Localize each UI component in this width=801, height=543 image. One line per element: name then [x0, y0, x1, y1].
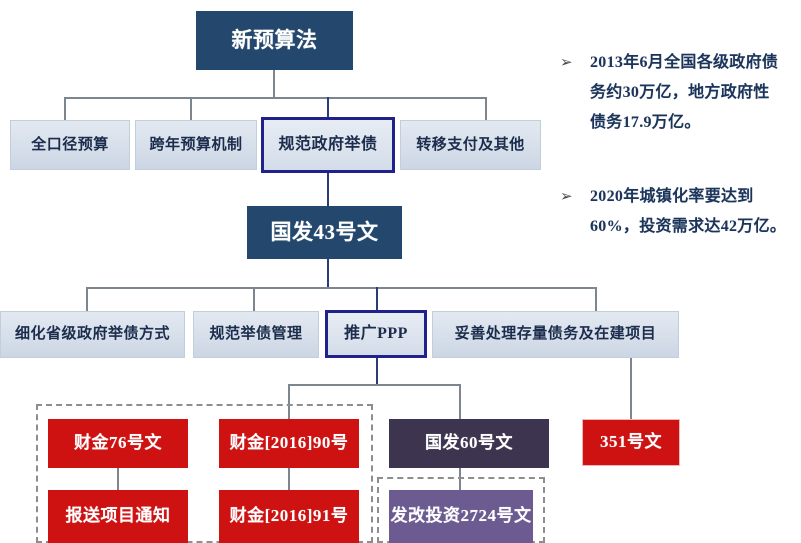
connector-col1-top-to-bottom [117, 468, 119, 490]
node-level1-full-caliber-budget[interactable]: 全口径预算 [10, 120, 130, 170]
connector-level3-bus [86, 287, 596, 289]
node-level1-transfer-payments-and-others[interactable]: 转移支付及其他 [400, 120, 541, 170]
connector-doc-drop-col2 [288, 384, 290, 420]
note-body: 2020年城镇化率要达到 60%，投资需求达42万亿。 [590, 182, 786, 242]
connector-level3-drop-4 [595, 287, 597, 311]
group-ppp-finance-docs [36, 404, 373, 543]
node-doc-project-submission-notice[interactable]: 报送项目通知 [48, 490, 188, 543]
note-line: 务约30万亿，地方政府性 [590, 84, 770, 101]
node-level2-guofa-43[interactable]: 国发43号文 [247, 206, 402, 259]
node-doc-caijin-76[interactable]: 财金76号文 [48, 419, 188, 468]
node-doc-guofa-60[interactable]: 国发60号文 [389, 419, 549, 468]
connector-level1-bus [64, 97, 486, 99]
node-level3-refine-provincial-borrowing[interactable]: 细化省级政府举债方式 [0, 311, 185, 358]
node-doc-caijin-2016-90[interactable]: 财金[2016]90号 [219, 419, 359, 468]
connector-ppp-chain-down [327, 170, 329, 206]
connector-doc-bus [288, 384, 460, 386]
node-doc-ndrc-investment-2724[interactable]: 发改投资2724号文 [389, 490, 533, 543]
node-root-new-budget-law[interactable]: 新预算法 [196, 11, 353, 70]
note-body: 2013年6月全国各级政府债 务约30万亿，地方政府性 债务17.9万亿。 [590, 48, 778, 138]
connector-root-down [273, 70, 275, 98]
note-line: 60%，投资需求达42万亿。 [590, 218, 787, 235]
node-doc-caijin-2016-91[interactable]: 财金[2016]91号 [219, 490, 359, 543]
node-level3-promote-ppp[interactable]: 推广PPP [325, 310, 427, 358]
node-level3-handle-stock-debt-and-projects[interactable]: 妥善处理存量债务及在建项目 [432, 311, 679, 358]
node-doc-351[interactable]: 351号文 [582, 419, 680, 466]
node-level1-regulate-government-borrowing[interactable]: 规范政府举债 [261, 117, 395, 173]
connector-col2-top-to-bottom [288, 468, 290, 490]
connector-level1-drop-1 [64, 97, 66, 120]
connector-level1-drop-4 [485, 97, 487, 120]
note-line: 2013年6月全国各级政府债 [590, 54, 779, 71]
note-line: 2020年城镇化率要达到 [590, 188, 754, 205]
bullet-arrow-icon: ➢ [560, 55, 573, 71]
connector-ppp-down [376, 358, 378, 385]
note-line: 债务17.9万亿。 [590, 114, 701, 131]
note-item-2: ➢ 2020年城镇化率要达到 60%，投资需求达42万亿。 [560, 182, 796, 242]
node-level3-regulate-borrowing-management[interactable]: 规范举债管理 [193, 311, 319, 358]
connector-level1-drop-2 [190, 97, 192, 120]
connector-doc-drop-col3 [459, 384, 461, 420]
note-item-1: ➢ 2013年6月全国各级政府债 务约30万亿，地方政府性 债务17.9万亿。 [560, 48, 796, 138]
connector-stock-debt-to-351 [630, 358, 632, 419]
node-level1-cross-year-budget-mechanism[interactable]: 跨年预算机制 [135, 120, 257, 170]
connector-col3-top-to-bottom [459, 468, 461, 490]
connector-level2-down [327, 259, 329, 288]
connector-level1-drop-3 [327, 97, 329, 120]
connector-level3-drop-2 [253, 287, 255, 311]
bullet-arrow-icon: ➢ [560, 189, 573, 205]
connector-level3-drop-3 [376, 287, 378, 311]
connector-level3-drop-1 [86, 287, 88, 311]
